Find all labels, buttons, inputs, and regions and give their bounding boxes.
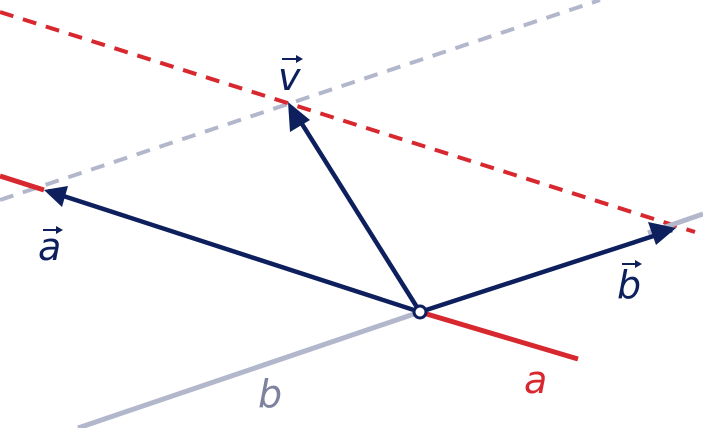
label-vector-b-text: b xyxy=(617,263,641,307)
line-a xyxy=(0,173,45,193)
vector-b-arrow xyxy=(419,227,673,315)
line-a-lower xyxy=(419,309,579,362)
label-line-a: a xyxy=(524,358,547,402)
label-vector-b: b xyxy=(617,260,642,307)
label-vector-a-overarrow-head xyxy=(56,226,63,234)
label-vector-b-overarrow-head xyxy=(635,260,642,268)
origin-point xyxy=(412,304,428,320)
label-vector-v: v xyxy=(278,55,303,99)
vector-b-arrowhead xyxy=(648,222,676,245)
label-vector-v-text: v xyxy=(278,55,301,99)
vector-v-arrowhead xyxy=(288,102,310,132)
label-line-b: b xyxy=(258,372,282,416)
line-b xyxy=(77,309,421,428)
label-vector-v-overarrow-head xyxy=(296,55,303,63)
vector-v-arrow xyxy=(290,106,422,314)
dashed-guide-parallel-to-b xyxy=(0,0,601,202)
vector-a-arrowhead xyxy=(44,186,68,207)
dashed-guide-parallel-to-a xyxy=(0,10,696,234)
vector-a-arrow xyxy=(46,188,421,315)
label-vector-a-text: a xyxy=(38,225,61,269)
label-vector-a: a xyxy=(38,225,63,269)
